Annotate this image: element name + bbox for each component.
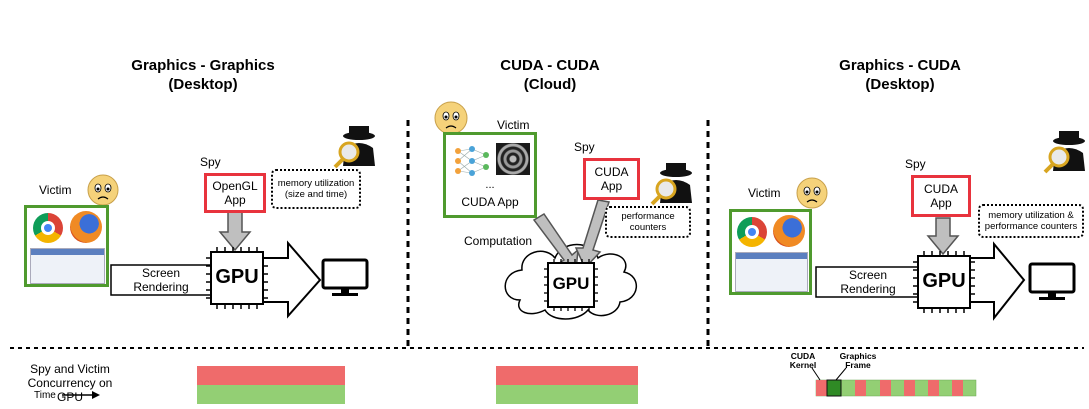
spy-cuda-app-box-2: CUDA App <box>583 158 640 200</box>
monitor-icon-1 <box>321 258 369 296</box>
spy-info-box-1: memory utilization (size and time) <box>271 169 361 209</box>
panel-title-2: CUDA - CUDA (Cloud) <box>460 56 640 94</box>
victim-cuda-app-label: CUDA App <box>461 195 519 209</box>
interleaved-bar-3 <box>815 379 977 397</box>
spy-info-label-2: performance counters <box>621 211 675 233</box>
chrome-icon-1 <box>33 213 63 243</box>
neural-network-icon <box>454 145 490 177</box>
spy-bar-2 <box>496 366 638 385</box>
screen-rendering-label-3: Screen Rendering <box>830 268 906 296</box>
firefox-icon-3 <box>773 215 805 247</box>
panel-title-2-line2: (Cloud) <box>523 76 577 93</box>
spy-icon-2 <box>650 163 692 206</box>
panel-title-3-line2: (Desktop) <box>865 76 935 93</box>
sad-face-icon-1 <box>87 174 119 206</box>
browser-screenshot-1 <box>30 248 105 284</box>
victim-bar-2 <box>496 385 638 404</box>
victim-label-1: Victim <box>39 183 72 197</box>
fingerprint-image <box>496 143 530 175</box>
spy-cuda-app-label-2: CUDA App <box>594 165 629 193</box>
spy-label-1: Spy <box>200 155 221 169</box>
spy-info-label-1: memory utilization (size and time) <box>277 178 355 200</box>
spy-icon-3 <box>1043 131 1085 174</box>
cuda-kernel-label: CUDA Kernel <box>785 352 821 370</box>
opengl-app-box: OpenGL App <box>204 173 266 213</box>
screen-rendering-text-1: Screen Rendering <box>133 266 189 294</box>
victim-app-frame-1 <box>24 205 109 287</box>
spy-to-gpu-arrow-1 <box>218 211 252 252</box>
concurrency-bar-1 <box>197 366 345 404</box>
spy-info-box-2: performance counters <box>605 206 691 238</box>
victim-app-frame-2: ... CUDA App <box>443 132 537 218</box>
panel-title-1-line2: (Desktop) <box>168 76 238 93</box>
graphics-frame-segment <box>826 379 842 397</box>
spy-info-label-3: memory utilization & performance counter… <box>984 210 1078 232</box>
graphics-frame-label: Graphics Frame <box>836 352 880 370</box>
output-arrow-1 <box>261 240 322 319</box>
victim-bar-1 <box>197 385 345 404</box>
cuda-kernel-segment <box>816 380 827 396</box>
panel-title-2-line1: CUDA - CUDA <box>500 57 600 74</box>
panel-title-1: Graphics - Graphics (Desktop) <box>103 56 303 94</box>
cuda-kernel-text: CUDA Kernel <box>789 351 817 370</box>
victim-app-frame-3 <box>729 209 812 295</box>
spy-label-2: Spy <box>574 140 595 154</box>
concurrency-bar-2 <box>496 366 638 404</box>
monitor-icon-3 <box>1028 262 1076 300</box>
spy-bar-1 <box>197 366 345 385</box>
victim-label-3: Victim <box>748 186 781 200</box>
spy-cuda-app-label-3: CUDA App <box>923 182 958 210</box>
gpu-chip-3 <box>913 251 975 313</box>
panel-title-1-line1: Graphics - Graphics <box>131 57 275 74</box>
output-arrow-3 <box>969 241 1026 321</box>
victim-ellipsis: ... <box>485 179 495 191</box>
gpu-label-1: GPU <box>215 266 259 288</box>
graphics-frame-text: Graphics Frame <box>839 351 877 370</box>
spy-info-box-3: memory utilization & performance counter… <box>978 204 1084 238</box>
firefox-icon-1 <box>70 211 102 243</box>
concurrency-label: Spy and Victim Concurrency on GPU <box>14 362 126 404</box>
victim-label-2: Victim <box>497 118 530 132</box>
panel-title-3-line1: Graphics - CUDA <box>839 57 961 74</box>
browser-screenshot-3 <box>735 252 808 292</box>
screen-rendering-label-1: Screen Rendering <box>124 266 198 294</box>
gpu-chip-1 <box>206 247 268 309</box>
spy-cuda-app-box-3: CUDA App <box>911 175 971 217</box>
chrome-icon-3 <box>737 217 767 247</box>
sad-face-icon-2 <box>434 101 468 135</box>
spy-label-3: Spy <box>905 157 926 171</box>
opengl-app-label: OpenGL App <box>212 179 258 207</box>
panel-title-3: Graphics - CUDA (Desktop) <box>800 56 1000 94</box>
screen-rendering-arrow-3 <box>815 266 921 298</box>
gpu-label-2: GPU <box>552 274 590 293</box>
gpu-chip-2 <box>544 259 598 311</box>
spy-to-gpu-arrow-3 <box>926 217 960 256</box>
sad-face-icon-3 <box>796 177 828 209</box>
gpu-label-3: GPU <box>922 270 966 292</box>
concurrency-label-text: Spy and Victim Concurrency on GPU <box>27 362 113 404</box>
screen-rendering-arrow-1 <box>110 264 212 296</box>
victim-to-gpu-arrow-2 <box>532 212 579 272</box>
computation-label: Computation <box>464 234 533 248</box>
time-label: Time <box>34 390 56 401</box>
spy-icon-1 <box>333 126 375 169</box>
screen-rendering-text-3: Screen Rendering <box>840 268 896 296</box>
